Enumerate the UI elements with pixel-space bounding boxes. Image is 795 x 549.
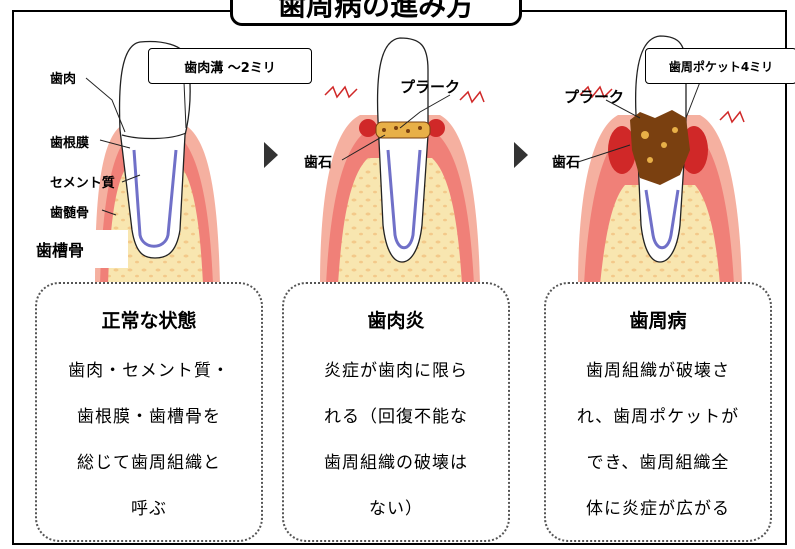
card-line: 歯周組織の破壊は <box>324 453 468 473</box>
label-calculus-periodontitis: 歯石 <box>552 155 580 171</box>
tooth-gingivitis <box>320 37 485 285</box>
arrow-right-1 <box>264 142 278 168</box>
card-line: 呼ぶ <box>131 499 167 519</box>
callout-sulcus: 歯肉溝 ～2ミリ <box>148 48 312 84</box>
leader-lines <box>85 77 701 216</box>
card-heading: 正常な状態 <box>101 310 197 332</box>
card-gingivitis: 歯肉炎 炎症が歯肉に限ら れる（回復不能な 歯周組織の破壊は ない） <box>282 282 510 542</box>
callout-pocket: 歯周ポケット4ミリ <box>645 48 795 84</box>
arrow-right-2 <box>514 142 528 168</box>
card-line: 歯根膜・歯槽骨を <box>77 407 221 427</box>
label-gum: 歯肉 <box>50 72 77 87</box>
card-line: れ、歯周ポケットが <box>576 407 740 427</box>
tooth-periodontitis <box>578 35 745 285</box>
label-cementum: セメント質 <box>50 176 115 191</box>
card-line: れる（回復不能な <box>324 407 468 427</box>
card-periodontitis: 歯周病 歯周組織が破壊さ れ、歯周ポケットが でき、歯周組織全 体に炎症が広がる <box>544 282 772 542</box>
card-heading: 歯肉炎 <box>367 310 425 332</box>
label-pdl: 歯根膜 <box>50 136 90 151</box>
label-plaque-periodontitis: プラーク <box>564 88 625 106</box>
card-line: 炎症が歯肉に限ら <box>324 361 468 381</box>
card-line: 歯肉・セメント質・ <box>68 361 230 381</box>
card-normal: 正常な状態 歯肉・セメント質・ 歯根膜・歯槽骨を 総じて歯周組織と 呼ぶ <box>35 282 263 542</box>
card-line: ない） <box>369 499 423 519</box>
label-plaque-gingivitis: プラーク <box>400 78 461 96</box>
card-line: 総じて歯周組織と <box>77 453 221 473</box>
label-bone-marrow: 歯髄骨 <box>50 206 90 221</box>
card-line: 体に炎症が広がる <box>586 499 730 519</box>
card-line: でき、歯周組織全 <box>586 453 730 473</box>
card-line: 歯周組織が破壊さ <box>586 361 730 381</box>
label-calculus-gingivitis: 歯石 <box>304 155 332 171</box>
diagram-title: 歯周病の進み方 <box>230 0 522 26</box>
label-alveolar-bone: 歯槽骨 <box>30 230 128 268</box>
card-heading: 歯周病 <box>629 310 687 332</box>
